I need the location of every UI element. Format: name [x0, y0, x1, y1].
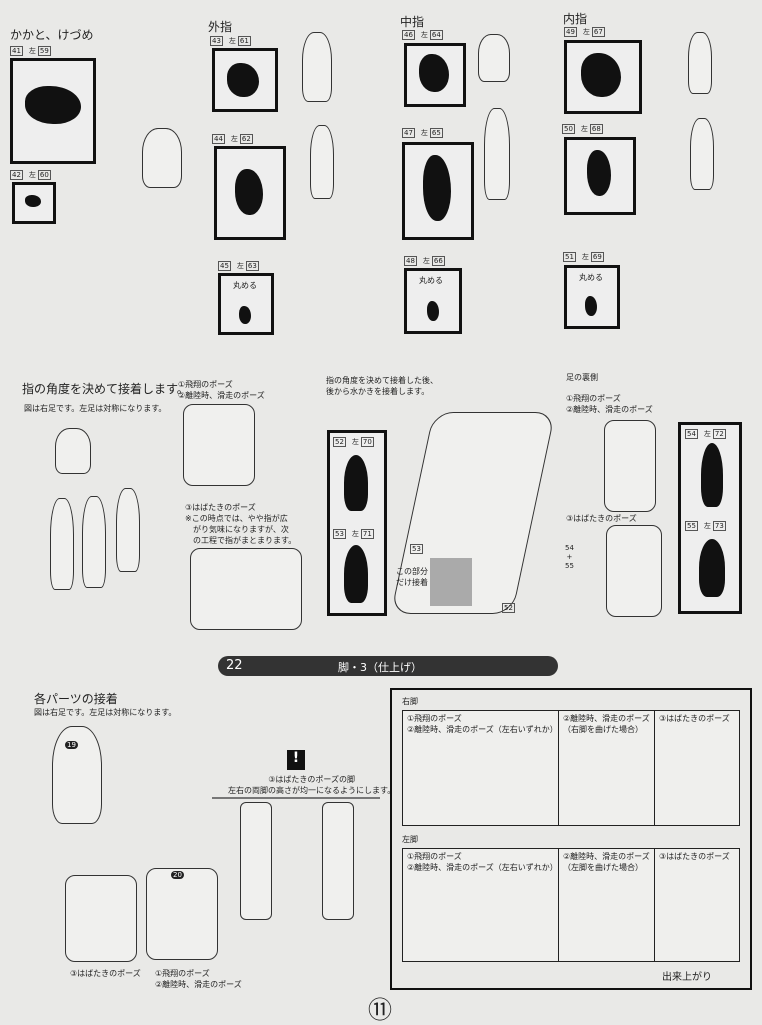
- leg-pose3-right: [322, 802, 354, 920]
- pose-3-drawing: [190, 548, 302, 630]
- part-43-box: [212, 48, 278, 112]
- part-41-box: [10, 58, 96, 164]
- warning-text: ③はばたきのポーズの脚 左右の両脚の高さが均一になるようにします。: [228, 775, 396, 795]
- right-cell-1: ①飛翔のポーズ ②離陸時、滑走のポーズ（左右いずれか）: [402, 710, 560, 826]
- leg-pose3-left: [240, 802, 272, 920]
- right-leg-label: 右脚: [402, 697, 418, 706]
- right-cell-2: ②離陸時、滑走のポーズ （右脚を曲げた場合）: [558, 710, 656, 826]
- foot-part-20: 20: [146, 868, 218, 960]
- label-52: 52: [502, 603, 515, 613]
- section-number: 22: [226, 658, 243, 673]
- outer-toe-tip-drawing: [302, 32, 332, 102]
- foot-part-pose3: [65, 875, 137, 962]
- sole-pose-12: ①飛翔のポーズ ②離陸時、滑走のポーズ: [566, 394, 653, 414]
- left-cell-2: ②離陸時、滑走のポーズ （左脚を曲げた場合）: [558, 848, 656, 962]
- sole-3-drawing: [606, 525, 662, 617]
- heel-part-drawing: [142, 128, 182, 188]
- height-line: [212, 797, 380, 799]
- inner-toe-mid-drawing: [690, 118, 714, 190]
- page-number: ⑪: [368, 996, 392, 1024]
- part-46-box: [404, 43, 466, 107]
- part-42-box: [12, 182, 56, 224]
- warning-icon: !: [287, 750, 305, 770]
- section-title: 脚・3（仕上げ）: [338, 661, 422, 674]
- heel-title: かかと、けづめ: [10, 28, 94, 42]
- bottom-heading: 各パーツの接着: [34, 692, 118, 706]
- mid-heading: 指の角度を決めて接着します。: [22, 382, 189, 396]
- part-50-box: [564, 137, 636, 215]
- leg-part-19: 19: [52, 726, 102, 824]
- sole-pose-3: ③はばたきのポーズ: [566, 514, 637, 523]
- outer-toe-mid-drawing: [310, 125, 334, 199]
- right-cell-3: ③はばたきのポーズ: [654, 710, 740, 826]
- toe-drawing: [116, 488, 140, 572]
- glue-note: この部分 だけ接着: [396, 567, 428, 587]
- foot-drawing: [55, 428, 91, 474]
- pose-12-label: ①飛翔のポーズ ②離陸時、滑走のポーズ: [178, 380, 265, 400]
- completed-panel: 右脚 ①飛翔のポーズ ②離陸時、滑走のポーズ（左右いずれか） ②離陸時、滑走のポ…: [390, 688, 752, 990]
- middle-toe-mid-drawing: [484, 108, 510, 200]
- pose-12-drawing: [183, 404, 255, 486]
- left-cell-1: ①飛翔のポーズ ②離陸時、滑走のポーズ（左右いずれか）: [402, 848, 560, 962]
- glue-area: [430, 558, 472, 606]
- part-47-box: [402, 142, 474, 240]
- caption-pose12: ①飛翔のポーズ ②離陸時、滑走のポーズ: [155, 969, 242, 989]
- section-header: 22 脚・3（仕上げ）: [218, 656, 558, 676]
- left-leg-label: 左脚: [402, 835, 418, 844]
- sole-title: 足の裏側: [566, 373, 598, 382]
- part-51-box: 丸める: [564, 265, 620, 329]
- middle-toe-tip-drawing: [478, 34, 510, 82]
- part-49-box: [564, 40, 642, 114]
- label-54-55: 54 + 55: [565, 544, 574, 570]
- toe-drawing: [50, 498, 74, 590]
- outer-toe-title: 外指: [208, 20, 233, 34]
- left-cell-3: ③はばたきのポーズ: [654, 848, 740, 962]
- complete-label: 出来上がり: [662, 972, 712, 983]
- toe-drawing: [82, 496, 106, 588]
- part-45-box: 丸める: [218, 273, 274, 335]
- sole-12-drawing: [604, 420, 656, 512]
- pose-3-label: ③はばたきのポーズ ※この時点では、やや指が広 がり気味になりますが、次 の工程…: [185, 503, 297, 545]
- middle-toe-title: 中指: [400, 15, 425, 29]
- inner-toe-title: 内指: [563, 12, 588, 26]
- bottom-note: 図は右足です。左足は対称になります。: [34, 708, 177, 717]
- caption-pose3: ③はばたきのポーズ: [70, 969, 141, 978]
- part-48-box: 丸める: [404, 268, 462, 334]
- mid-note: 図は右足です。左足は対称になります。: [24, 404, 167, 413]
- inner-toe-tip-drawing: [688, 32, 712, 94]
- web-note: 指の角度を決めて接着した後、 後から水かきを接着します。: [326, 376, 438, 396]
- part-44-box: [214, 146, 286, 240]
- label-53: 53: [410, 544, 423, 554]
